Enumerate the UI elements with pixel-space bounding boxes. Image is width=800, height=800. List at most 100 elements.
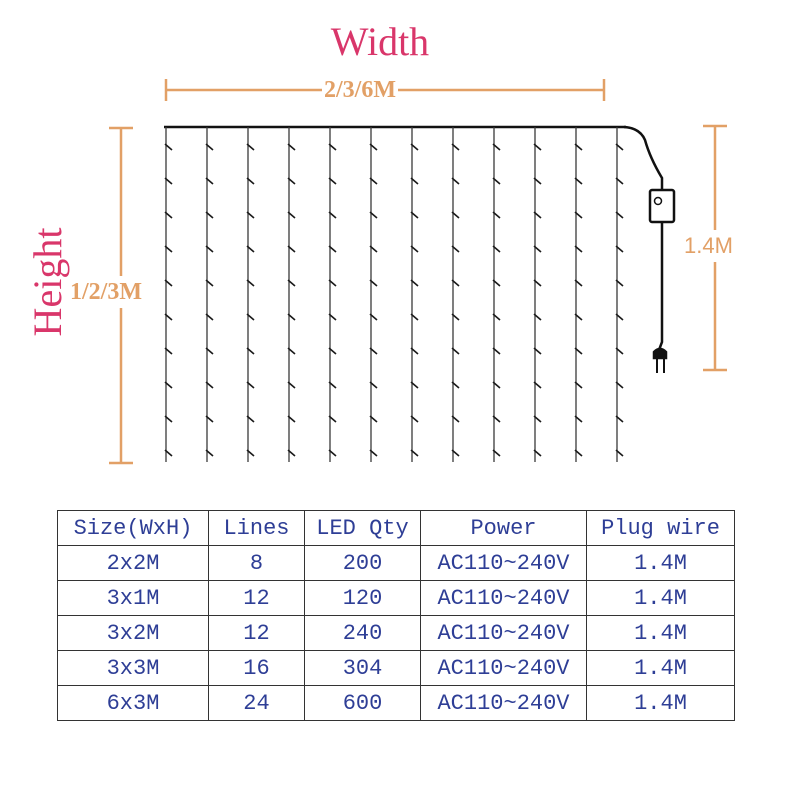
column-header: LED Qty	[304, 510, 421, 546]
cell-plug-wire: 1.4M	[586, 545, 735, 581]
led-bulb-icon	[410, 415, 419, 423]
led-bulb-icon	[164, 313, 173, 321]
plug-wire-length-label: 1.4M	[684, 230, 733, 262]
curtain-drawing	[109, 79, 727, 465]
led-bulb-icon	[492, 245, 501, 253]
led-bulb-icon	[492, 279, 501, 287]
led-bulb-icon	[205, 143, 214, 151]
led-bulb-icon	[615, 143, 624, 151]
led-bulb-icon	[328, 177, 337, 185]
led-bulb-icon	[615, 347, 624, 355]
cell-size: 3x3M	[57, 650, 209, 686]
cell-led-qty: 240	[304, 615, 421, 651]
cell-size: 6x3M	[57, 685, 209, 721]
led-bulb-icon	[205, 279, 214, 287]
led-bulb-icon	[287, 245, 296, 253]
led-bulb-icon	[164, 211, 173, 219]
cell-size: 3x2M	[57, 615, 209, 651]
led-bulb-icon	[410, 279, 419, 287]
table-row: 3x1M 12 120 AC110~240V 1.4M	[57, 580, 735, 616]
led-bulb-icon	[451, 211, 460, 219]
led-bulb-icon	[287, 313, 296, 321]
led-bulb-icon	[328, 449, 337, 457]
led-bulb-icon	[574, 313, 583, 321]
led-bulb-icon	[369, 415, 378, 423]
led-bulb-icon	[574, 347, 583, 355]
led-bulb-icon	[328, 279, 337, 287]
led-bulb-icon	[533, 313, 542, 321]
led-bulb-icon	[533, 347, 542, 355]
led-bulb-icon	[369, 313, 378, 321]
cell-led-qty: 600	[304, 685, 421, 721]
cell-power: AC110~240V	[420, 685, 587, 721]
led-bulb-icon	[615, 415, 624, 423]
led-bulb-icon	[533, 143, 542, 151]
led-bulb-icon	[533, 449, 542, 457]
led-bulb-icon	[574, 415, 583, 423]
led-bulb-icon	[287, 143, 296, 151]
led-bulb-icon	[492, 347, 501, 355]
led-bulb-icon	[451, 279, 460, 287]
led-bulb-icon	[492, 143, 501, 151]
led-bulb-icon	[615, 211, 624, 219]
column-header: Power	[420, 510, 587, 546]
led-bulb-icon	[492, 177, 501, 185]
cell-lines: 16	[208, 650, 305, 686]
led-bulb-icon	[205, 415, 214, 423]
led-bulb-icon	[533, 279, 542, 287]
led-bulb-icon	[246, 279, 255, 287]
led-bulb-icon	[164, 245, 173, 253]
led-bulb-icon	[533, 211, 542, 219]
led-bulb-icon	[574, 177, 583, 185]
led-bulb-icon	[533, 177, 542, 185]
led-bulb-icon	[246, 313, 255, 321]
cell-power: AC110~240V	[420, 580, 587, 616]
table-row: 2x2M 8 200 AC110~240V 1.4M	[57, 545, 735, 581]
led-bulb-icon	[205, 449, 214, 457]
led-bulb-icon	[205, 177, 214, 185]
width-title: Width	[330, 19, 430, 64]
led-bulb-icon	[328, 313, 337, 321]
led-bulb-icon	[328, 211, 337, 219]
cell-lines: 24	[208, 685, 305, 721]
cell-lines: 12	[208, 615, 305, 651]
led-bulb-icon	[410, 143, 419, 151]
led-bulb-icon	[451, 143, 460, 151]
led-bulb-icon	[533, 415, 542, 423]
led-bulb-icon	[615, 177, 624, 185]
led-bulb-icon	[369, 211, 378, 219]
led-bulb-icon	[492, 313, 501, 321]
led-bulb-icon	[451, 313, 460, 321]
led-bulb-icon	[246, 449, 255, 457]
height-dimension-label: 1/2/3M	[70, 276, 142, 308]
led-bulb-icon	[164, 143, 173, 151]
led-bulb-icon	[287, 211, 296, 219]
led-bulb-icon	[328, 415, 337, 423]
led-bulb-icon	[205, 245, 214, 253]
led-bulb-icon	[410, 211, 419, 219]
led-strands	[164, 127, 624, 462]
led-bulb-icon	[287, 347, 296, 355]
led-bulb-icon	[246, 245, 255, 253]
cell-plug-wire: 1.4M	[586, 580, 735, 616]
led-bulb-icon	[451, 415, 460, 423]
lead-wire	[623, 125, 664, 190]
cell-plug-wire: 1.4M	[586, 615, 735, 651]
cell-power: AC110~240V	[420, 545, 587, 581]
cell-led-qty: 200	[304, 545, 421, 581]
led-bulb-icon	[615, 245, 624, 253]
led-bulb-icon	[205, 313, 214, 321]
led-bulb-icon	[246, 211, 255, 219]
led-bulb-icon	[410, 313, 419, 321]
led-bulb-icon	[615, 279, 624, 287]
cell-plug-wire: 1.4M	[586, 685, 735, 721]
led-bulb-icon	[205, 381, 214, 389]
height-title: Height	[25, 227, 70, 337]
led-bulb-icon	[451, 347, 460, 355]
plug-icon	[652, 347, 668, 360]
led-bulb-icon	[410, 347, 419, 355]
led-bulb-icon	[492, 381, 501, 389]
column-header: Lines	[208, 510, 305, 546]
led-bulb-icon	[574, 279, 583, 287]
led-bulb-icon	[164, 279, 173, 287]
